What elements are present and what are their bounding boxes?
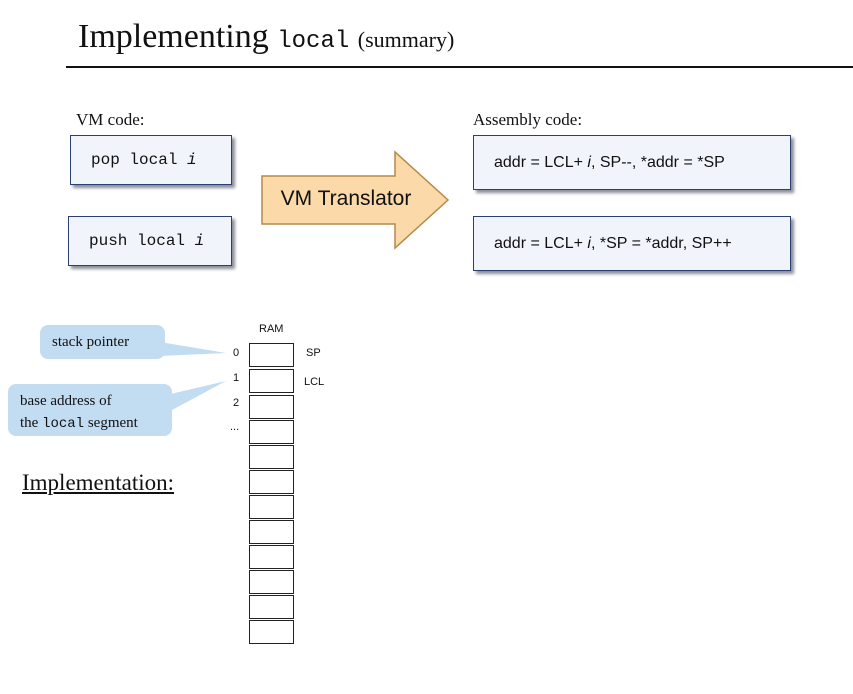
ram-index-1: 1 (233, 372, 240, 384)
assembly-line-push-pre: addr = LCL+ (494, 234, 583, 252)
assembly-line-pop-pre: addr = LCL+ (494, 153, 583, 171)
base-address-the: the (20, 415, 39, 431)
stack-pointer-callout-tail (160, 342, 226, 356)
ram-pointer-sp: SP (306, 347, 321, 359)
ram-pointer-lcl: LCL (304, 376, 325, 388)
vm-command-box-push: push local i (68, 216, 232, 266)
ram-cell (249, 495, 294, 519)
title-rule (66, 66, 853, 68)
ram-cell (249, 520, 294, 544)
vm-translator-label: VM Translator (280, 187, 412, 210)
ram-index-0: 0 (233, 347, 240, 359)
ram-cell (249, 470, 294, 494)
vm-code-label: VM code: (76, 110, 145, 129)
vm-command-pop-arg: i (187, 151, 197, 169)
implementation-label: Implementation: (22, 470, 175, 495)
assembly-line-pop-post: , SP--, *addr = *SP (590, 153, 725, 171)
ram-cell (249, 570, 294, 594)
base-address-callout-tail (162, 381, 226, 410)
assembly-code-label: Assembly code: (473, 110, 583, 129)
ram-index-2: 2 (233, 397, 240, 409)
ram-cell (249, 620, 294, 644)
slide-title: Implementing local (summary) (78, 18, 454, 56)
vm-command-push-arg: i (194, 232, 205, 250)
stack-pointer-callout: stack pointer (40, 325, 165, 359)
base-address-callout-line1: base address of (20, 393, 112, 409)
ram-cell (249, 445, 294, 469)
ram-index-ellipsis: ... (230, 421, 240, 433)
assembly-box-pop: addr = LCL+ i, SP--, *addr = *SP (473, 135, 791, 190)
ram-cell (249, 595, 294, 619)
ram-cell (249, 420, 294, 444)
base-address-segment: segment (87, 415, 138, 431)
title-code: local (277, 28, 350, 55)
base-address-callout-line2: the local segment (20, 412, 160, 435)
vm-command-push: push local (89, 232, 186, 250)
assembly-line-pop-arg: i (587, 153, 591, 171)
assembly-box-push: addr = LCL+ i, *SP = *addr, SP++ (473, 216, 791, 271)
vm-translator-arrow-icon (261, 150, 450, 250)
ram-cell (249, 369, 294, 393)
assembly-line-push-arg: i (587, 234, 591, 252)
assembly-line-push-post: , *SP = *addr, SP++ (590, 234, 732, 252)
ram-cell (249, 545, 294, 569)
base-address-callout: base address of the local segment (8, 384, 172, 436)
title-main: Implementing (78, 18, 269, 55)
ram-header: RAM (259, 323, 284, 335)
stack-pointer-callout-text: stack pointer (52, 334, 130, 350)
callout-tails (160, 342, 226, 410)
vm-command-pop: pop local (91, 151, 178, 169)
vm-command-box-pop: pop local i (70, 135, 232, 185)
base-address-code: local (42, 416, 85, 432)
ram-cell (249, 395, 294, 419)
title-subtitle: (summary) (357, 27, 455, 52)
ram-cell (249, 343, 294, 367)
